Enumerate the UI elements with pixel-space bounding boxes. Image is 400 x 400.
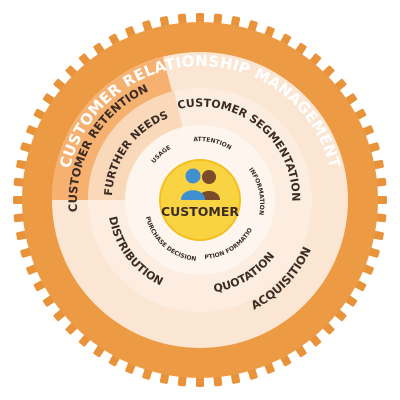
user-right-head [202, 170, 216, 184]
users-icon [181, 168, 220, 200]
user-left-head [185, 168, 201, 184]
center-label: CUSTOMER [161, 204, 239, 219]
user-left-body [181, 190, 205, 200]
